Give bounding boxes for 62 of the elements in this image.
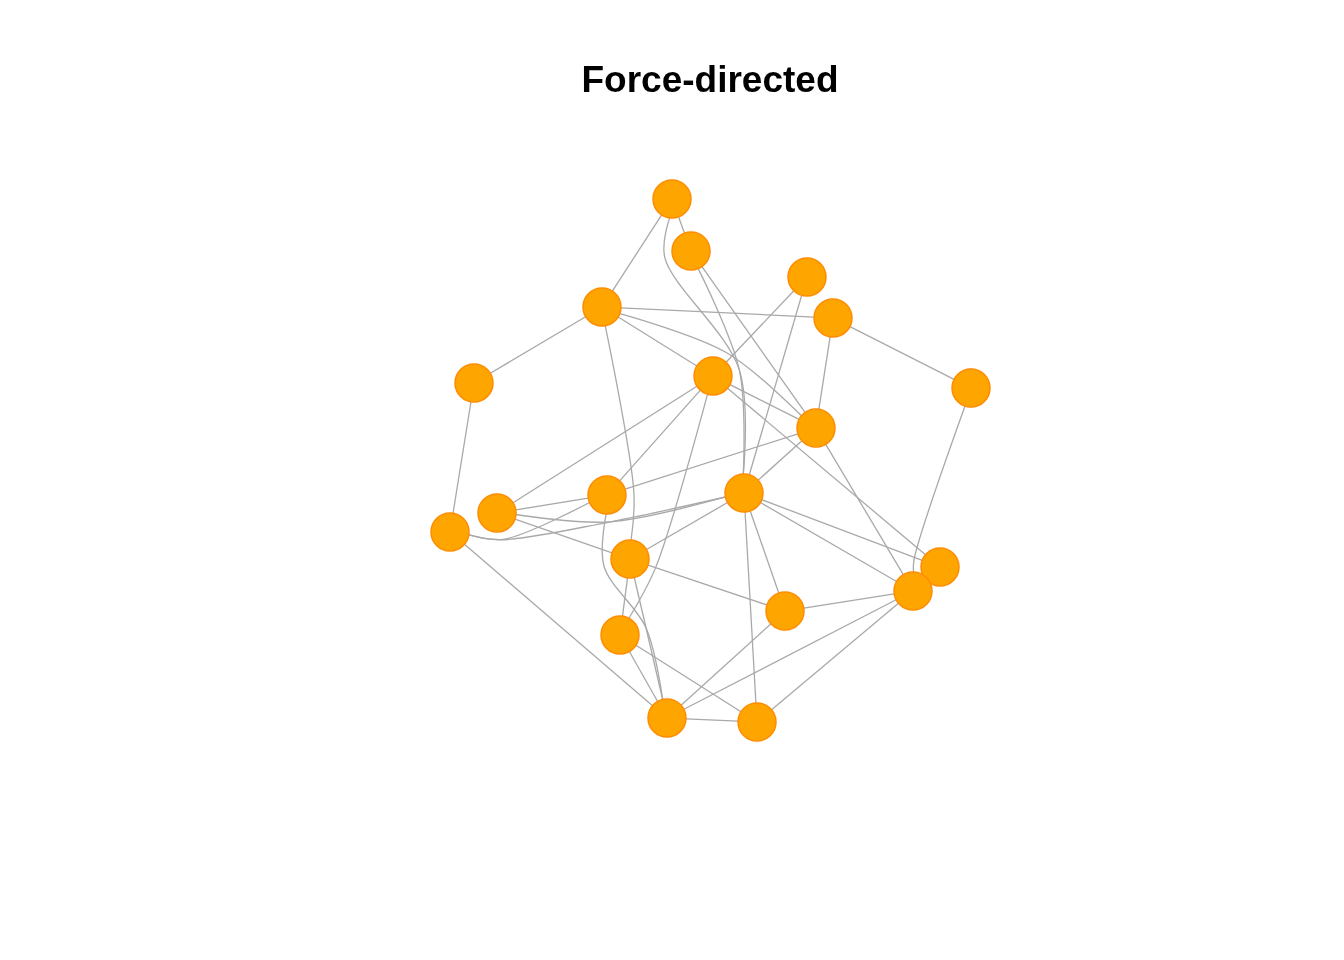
edge-line xyxy=(619,389,701,482)
edge-line xyxy=(633,576,664,701)
edge-line xyxy=(761,499,923,561)
edge-line xyxy=(729,383,800,421)
node-circle xyxy=(787,257,827,297)
edge-line xyxy=(635,644,742,713)
edge-line xyxy=(701,265,806,414)
edge-line xyxy=(818,336,831,410)
edge-line xyxy=(620,307,815,318)
node-circle xyxy=(893,571,933,611)
node-circle xyxy=(477,493,517,533)
node-circle xyxy=(430,512,470,552)
edge-line xyxy=(770,602,900,711)
node-circle xyxy=(920,547,960,587)
edge-line xyxy=(645,501,729,551)
node-circle xyxy=(582,287,622,327)
edge-line xyxy=(619,312,803,417)
edge-line xyxy=(849,325,955,381)
edge-line xyxy=(759,501,898,583)
edge-line xyxy=(468,501,591,541)
edge-line xyxy=(621,577,629,617)
node-circle xyxy=(813,298,853,338)
edge-line xyxy=(452,401,472,514)
diagram-title: Force-directed xyxy=(581,60,839,100)
edge-line xyxy=(604,325,635,541)
edge-line xyxy=(515,497,589,511)
edge-line xyxy=(825,443,904,576)
edge-line xyxy=(749,510,780,594)
edge-line xyxy=(683,599,897,710)
edge-line xyxy=(697,267,745,475)
node-circle xyxy=(951,368,991,408)
node-circle xyxy=(737,702,777,742)
edge-line xyxy=(489,316,587,374)
edge-line xyxy=(463,543,654,707)
node-circle xyxy=(647,698,687,738)
node-circle xyxy=(587,475,627,515)
edge-line xyxy=(512,385,698,504)
node-circle xyxy=(454,363,494,403)
node-circle xyxy=(693,356,733,396)
node-circle xyxy=(796,408,836,448)
edge-line xyxy=(647,564,768,606)
edge-line xyxy=(744,511,757,704)
edge-line xyxy=(757,440,803,481)
edge-line xyxy=(628,393,709,619)
edge-line xyxy=(617,316,698,367)
edge-line xyxy=(725,290,795,363)
edge-line xyxy=(624,433,799,490)
edge-line xyxy=(912,405,966,573)
node-circle xyxy=(600,615,640,655)
node-circle xyxy=(610,539,650,579)
edge-line xyxy=(726,387,927,556)
node-circle xyxy=(765,591,805,631)
edge-line xyxy=(685,718,739,722)
edge-line xyxy=(680,623,772,706)
node-circle xyxy=(671,231,711,271)
edge-line xyxy=(628,650,659,703)
node-circle xyxy=(652,179,692,219)
edge-line xyxy=(803,593,895,609)
edge-line xyxy=(514,518,613,554)
edge-line xyxy=(611,214,663,292)
node-circle xyxy=(724,473,764,513)
edge-line xyxy=(748,294,803,476)
